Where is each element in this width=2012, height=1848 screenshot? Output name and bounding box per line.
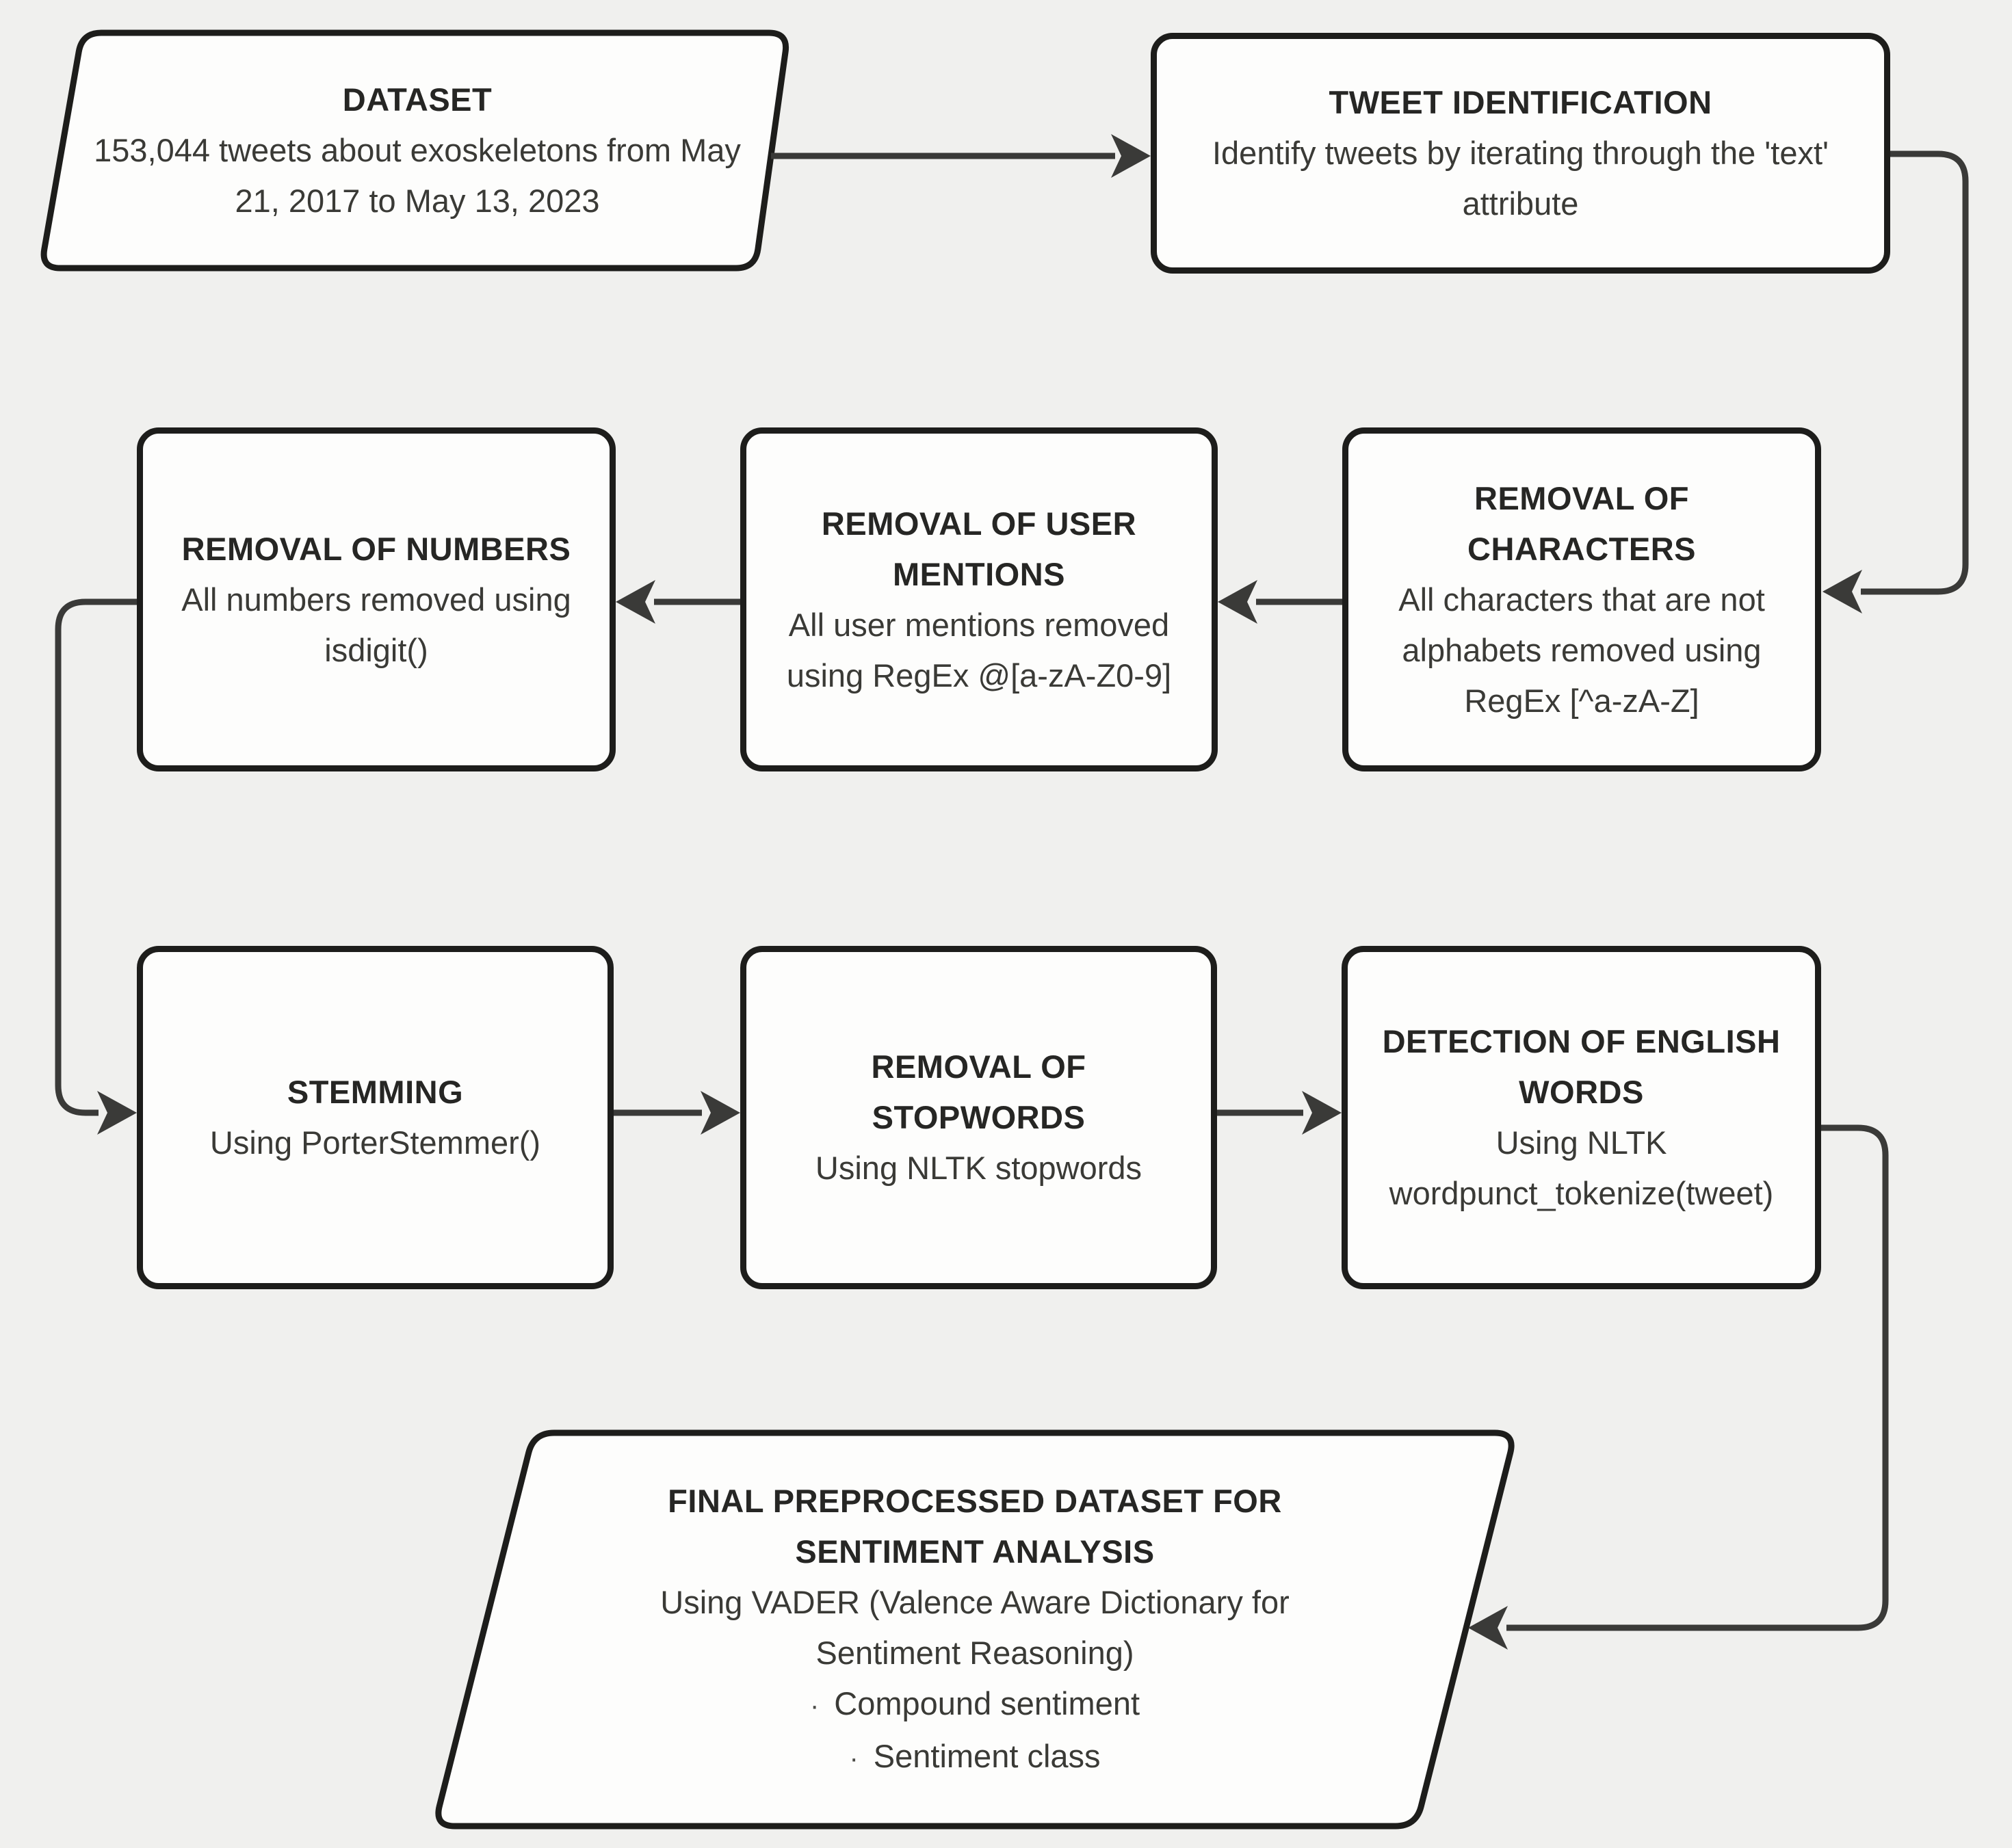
arrowhead-right-icon xyxy=(1111,134,1151,178)
arrowhead-right-icon xyxy=(1302,1091,1342,1135)
node-title: REMOVAL OF STOPWORDS xyxy=(871,1048,1086,1135)
final-parallelogram-shape xyxy=(435,1429,1515,1830)
node-stemming: STEMMING Using PorterStemmer() xyxy=(137,946,614,1289)
node-dataset: DATASET 153,044 tweets about exoskeleton… xyxy=(75,33,759,268)
bullet-label: Sentiment class xyxy=(873,1737,1101,1774)
dataset-parallelogram-shape xyxy=(40,29,789,272)
bullet-dot-icon: · xyxy=(809,1690,820,1721)
node-body: Identify tweets by iterating through the… xyxy=(1212,135,1829,222)
arrowhead-left-icon xyxy=(1822,570,1862,613)
edge-detection-to-final xyxy=(1506,1124,1889,1631)
edge-numbers-to-stemming xyxy=(55,598,137,1116)
node-body: Using PorterStemmer() xyxy=(209,1124,541,1161)
bullet-label: Compound sentiment xyxy=(834,1685,1140,1721)
node-body: All user mentions removed using RegEx @[… xyxy=(786,606,1172,694)
node-title: REMOVAL OF NUMBERS xyxy=(181,530,571,567)
node-bullet-list: · Compound sentiment · Sentiment class xyxy=(810,1678,1140,1784)
bullet-item: · Compound sentiment xyxy=(810,1678,1140,1731)
node-body: All numbers removed using isdigit() xyxy=(181,581,571,668)
node-title: DETECTION OF ENGLISH WORDS xyxy=(1382,1023,1781,1110)
arrowhead-left-icon xyxy=(616,580,655,624)
node-body: All characters that are not alphabets re… xyxy=(1398,581,1765,719)
node-tweet-identification: TWEET IDENTIFICATION Identify tweets by … xyxy=(1151,33,1890,274)
node-body: Using NLTK wordpunct_tokenize(tweet) xyxy=(1389,1124,1774,1211)
node-removal-of-numbers: REMOVAL OF NUMBERS All numbers removed u… xyxy=(137,427,616,771)
node-body: 153,044 tweets about exoskeletons from M… xyxy=(94,132,741,219)
node-title: DATASET xyxy=(342,81,493,118)
arrowhead-right-icon xyxy=(97,1091,137,1135)
arrowhead-left-icon xyxy=(1468,1606,1508,1650)
node-detection-of-english-words: DETECTION OF ENGLISH WORDS Using NLTK wo… xyxy=(1342,946,1821,1289)
node-title: STEMMING xyxy=(287,1074,464,1110)
node-removal-of-stopwords: REMOVAL OF STOPWORDS Using NLTK stopword… xyxy=(740,946,1217,1289)
bullet-item: · Sentiment class xyxy=(849,1731,1100,1784)
arrowhead-left-icon xyxy=(1218,580,1257,624)
arrowhead-right-icon xyxy=(701,1091,740,1135)
node-final-dataset: FINAL PREPROCESSED DATASET FOR SENTIMENT… xyxy=(575,1433,1375,1826)
node-body: Using NLTK stopwords xyxy=(815,1150,1142,1186)
node-removal-of-characters: REMOVAL OF CHARACTERS All characters tha… xyxy=(1342,427,1821,771)
node-title: TWEET IDENTIFICATION xyxy=(1329,84,1712,120)
edge-tweet-to-characters xyxy=(1861,150,1969,595)
node-title: FINAL PREPROCESSED DATASET FOR SENTIMENT… xyxy=(668,1482,1282,1570)
node-body: Using VADER (Valence Aware Dictionary fo… xyxy=(660,1583,1290,1671)
bullet-dot-icon: · xyxy=(849,1743,859,1773)
node-title: REMOVAL OF USER MENTIONS xyxy=(821,505,1137,592)
node-removal-of-user-mentions: REMOVAL OF USER MENTIONS All user mentio… xyxy=(740,427,1218,771)
node-title: REMOVAL OF CHARACTERS xyxy=(1467,479,1696,567)
